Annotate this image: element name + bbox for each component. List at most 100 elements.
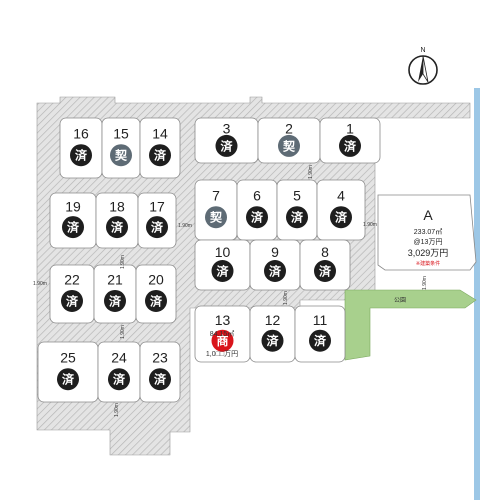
status-badge-label: 済 bbox=[216, 264, 229, 279]
lot-5[interactable]: 5済 bbox=[276, 179, 318, 241]
dim-label: 1.90m bbox=[120, 255, 126, 269]
status-badge-label: 済 bbox=[154, 148, 167, 163]
lot-25[interactable]: 25済 bbox=[37, 341, 99, 403]
status-badge-label: 済 bbox=[109, 293, 122, 308]
lot-number: 5 bbox=[293, 187, 301, 203]
lot-20[interactable]: 20済 bbox=[135, 264, 177, 324]
status-badge bbox=[286, 206, 308, 229]
lot-number: 8 bbox=[321, 244, 329, 260]
status-badge bbox=[246, 206, 268, 229]
lot-3[interactable]: 3済 bbox=[194, 117, 259, 164]
park bbox=[344, 289, 477, 361]
dimension-labels: 1.90m 1.90m 1.90m 1.90m 1.90m 1.90m 1.90… bbox=[33, 165, 428, 417]
lot-number: 25 bbox=[60, 349, 76, 365]
status-badge bbox=[211, 260, 234, 282]
lot-17[interactable]: 17済 bbox=[137, 192, 177, 249]
status-badge bbox=[104, 289, 126, 312]
lot-12[interactable]: 12済 bbox=[249, 305, 296, 363]
compass-label: N bbox=[420, 47, 425, 54]
status-badge bbox=[149, 368, 171, 391]
dim-label: 1.90m bbox=[120, 325, 126, 339]
lot-number: 7 bbox=[212, 187, 220, 203]
status-badge-label: 済 bbox=[269, 264, 282, 279]
lot-21[interactable]: 21 済 bbox=[93, 264, 137, 324]
status-badge bbox=[108, 368, 130, 391]
lot-number: 15 bbox=[113, 125, 129, 141]
status-badge-label: 済 bbox=[319, 264, 332, 279]
status-badge bbox=[314, 260, 336, 282]
lot-a-number: A bbox=[423, 207, 433, 223]
lot-7[interactable]: 7契 bbox=[194, 179, 238, 241]
lot-10[interactable]: 10済 bbox=[194, 239, 251, 291]
status-badge bbox=[61, 289, 83, 312]
dim-label: 1.90m bbox=[33, 281, 47, 287]
status-badge-label: 済 bbox=[75, 148, 88, 163]
lot-24[interactable]: 24 済 bbox=[97, 341, 141, 403]
lots-layer: 16済15契14済3済2契1済19済18済17済7契6済5済4済10済9済8済2… bbox=[37, 117, 381, 403]
dim-label: 1.90m bbox=[308, 165, 314, 179]
lot-number: 3 bbox=[223, 120, 231, 136]
status-badge-label: 済 bbox=[151, 220, 164, 235]
lot-22[interactable]: 22 済 bbox=[49, 264, 95, 324]
lot-18[interactable]: 18済 bbox=[95, 192, 139, 249]
north-arrow-icon: N bbox=[408, 47, 438, 85]
lot-23[interactable]: 23 済 bbox=[139, 341, 181, 403]
lot-number: 11 bbox=[313, 312, 328, 328]
status-badge-label: 済 bbox=[154, 372, 167, 387]
lot-13-area: 84.15㎡ bbox=[210, 330, 235, 338]
river bbox=[474, 88, 480, 500]
status-badge bbox=[339, 134, 361, 157]
status-badge-label: 済 bbox=[113, 372, 126, 387]
status-badge-label: 済 bbox=[66, 293, 79, 308]
status-badge-label: 済 bbox=[111, 220, 124, 235]
lot-number: 1 bbox=[346, 120, 354, 136]
status-badge bbox=[205, 206, 227, 229]
lot-15[interactable]: 15 契 bbox=[101, 117, 141, 179]
lot-number: 9 bbox=[271, 244, 279, 260]
lot-a-area: 233.07㎡ bbox=[414, 228, 442, 236]
status-badge bbox=[70, 144, 92, 167]
status-badge bbox=[149, 144, 171, 167]
status-badge-label: 契 bbox=[282, 138, 296, 153]
lot-a-unit-price: @13万円 bbox=[414, 238, 443, 246]
lot-number: 21 bbox=[107, 272, 123, 288]
status-badge bbox=[211, 329, 234, 352]
status-badge-label: 済 bbox=[344, 138, 357, 153]
lot-1[interactable]: 1済 bbox=[319, 117, 381, 164]
status-badge bbox=[215, 134, 238, 157]
lot-6[interactable]: 6済 bbox=[236, 179, 278, 241]
lot-9[interactable]: 9済 bbox=[249, 239, 301, 291]
status-badge-label: 済 bbox=[291, 210, 304, 225]
dim-label: 1.90m bbox=[422, 276, 428, 290]
lot-number: 24 bbox=[111, 349, 127, 365]
lot-4[interactable]: 4済 bbox=[316, 179, 366, 241]
status-badge-label: 済 bbox=[220, 138, 233, 153]
status-badge-label: 契 bbox=[114, 148, 128, 163]
status-badge bbox=[330, 206, 352, 229]
lot-2[interactable]: 2契 bbox=[257, 117, 321, 164]
lot-a-price: 3,029万円 bbox=[408, 248, 449, 258]
lot-number: 12 bbox=[265, 312, 281, 328]
status-badge-label: 済 bbox=[335, 210, 348, 225]
lot-number: 23 bbox=[152, 349, 168, 365]
status-badge bbox=[146, 216, 168, 239]
lot-number: 4 bbox=[337, 187, 345, 203]
lot-13-price: 1,0□□万円 bbox=[206, 350, 238, 358]
lot-16[interactable]: 16済 bbox=[59, 117, 103, 179]
lot-19[interactable]: 19済 bbox=[49, 192, 97, 249]
status-badge bbox=[57, 368, 79, 391]
lot-number: 22 bbox=[64, 272, 80, 288]
lot-14[interactable]: 14 済 bbox=[139, 117, 181, 179]
lot-number: 2 bbox=[285, 120, 293, 136]
lot-8[interactable]: 8済 bbox=[299, 239, 351, 291]
status-badge-label: 済 bbox=[251, 210, 264, 225]
dim-label: 1.90m bbox=[363, 222, 377, 228]
status-badge-label: 済 bbox=[314, 333, 327, 348]
lot-a-note: ※建築条件 bbox=[416, 260, 440, 267]
lot-11[interactable]: 11 済 bbox=[294, 305, 346, 363]
lot-a[interactable] bbox=[377, 194, 477, 271]
status-badge bbox=[261, 329, 284, 352]
lot-number: 14 bbox=[152, 125, 168, 141]
lot-number: 20 bbox=[148, 272, 164, 288]
